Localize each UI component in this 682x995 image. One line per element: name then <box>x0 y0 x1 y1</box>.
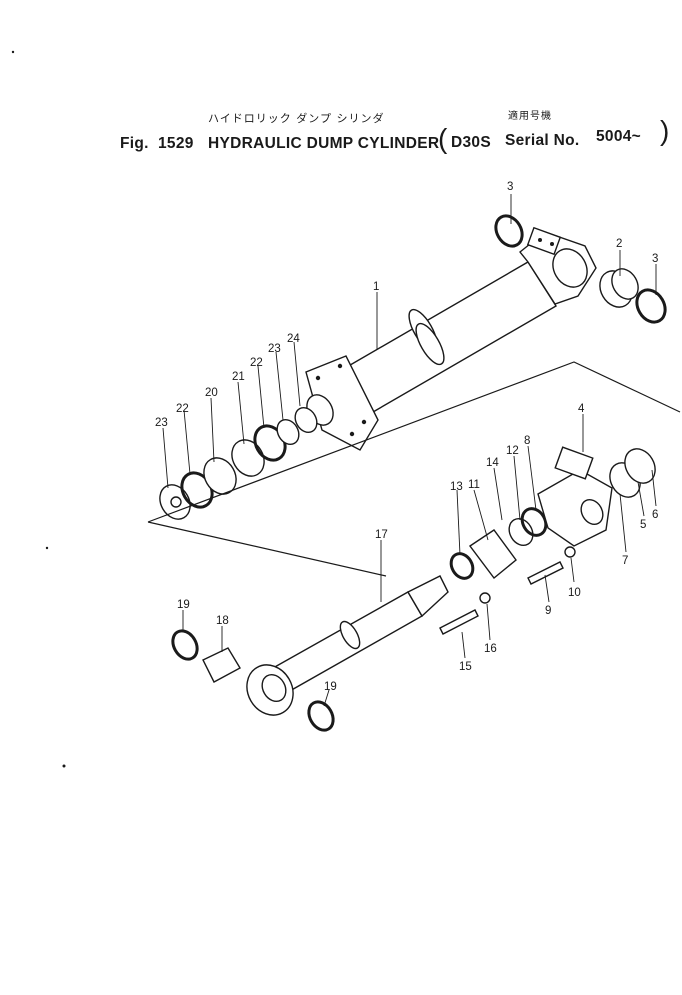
rod-seal <box>508 517 534 547</box>
callout-22-right: 22 <box>250 357 263 369</box>
leader-lines <box>162 194 657 707</box>
nut-bore <box>170 496 182 508</box>
tube-break-mark-2 <box>415 322 445 366</box>
port-hole-2 <box>550 242 554 246</box>
o-ring <box>276 418 300 446</box>
callout-5: 5 <box>640 519 646 531</box>
callout-20: 20 <box>205 387 218 399</box>
callout-7: 7 <box>622 555 628 567</box>
callout-24: 24 <box>287 333 300 345</box>
clevis-port-block <box>526 226 562 256</box>
port-hole <box>538 238 542 242</box>
buffer-ring <box>520 507 548 537</box>
callout-1: 1 <box>373 281 379 293</box>
clevis-bore <box>552 248 588 288</box>
callout-2: 2 <box>616 238 622 250</box>
flange-bolt-hole-2 <box>337 363 343 369</box>
figure-number: 1529 <box>158 135 194 152</box>
head-washer <box>564 546 576 558</box>
callout-6: 6 <box>652 509 658 521</box>
callout-15: 15 <box>459 661 472 673</box>
figure-title: HYDRAULIC DUMP CYLINDER <box>208 135 439 152</box>
rod-thread <box>407 575 449 618</box>
callout-14: 14 <box>486 457 499 469</box>
callout-16: 16 <box>484 643 497 655</box>
flange-bolt-hole-4 <box>361 419 367 425</box>
scan-speck <box>11 50 15 54</box>
scan-speck-2 <box>45 546 49 550</box>
exploded-view-outline <box>147 361 681 523</box>
figure-label: Fig. <box>120 135 149 152</box>
callout-8: 8 <box>524 435 530 447</box>
applicable-label-jp: 適用号機 <box>508 109 552 122</box>
callout-11: 11 <box>468 479 480 491</box>
rod-eye-bore <box>261 673 287 703</box>
serial-range: 5004~ <box>596 128 641 145</box>
paren-open: ( <box>438 123 448 154</box>
flange-washer <box>479 592 491 604</box>
model-name: D30S <box>451 134 491 151</box>
figure-header: ハイドロリック ダンプ シリンダ 適用号機 Fig. 1529 HYDRAULI… <box>120 109 669 154</box>
dust-seal-ring <box>635 288 667 324</box>
scan-speck-3 <box>62 764 66 768</box>
callout-23-right: 23 <box>268 343 281 355</box>
head-backup-ring <box>624 448 656 484</box>
dust-seal-ring-2 <box>494 214 524 248</box>
callout-23-left: 23 <box>155 417 168 429</box>
callout-19-left: 19 <box>177 599 190 611</box>
callout-10: 10 <box>568 587 581 599</box>
rod-eye-seal <box>171 629 199 661</box>
head-flange <box>468 529 517 580</box>
callout-3-upper: 3 <box>507 181 513 193</box>
rod-eye-bushing <box>202 647 241 683</box>
katakana-title: ハイドロリック ダンプ シリンダ <box>208 111 384 125</box>
callout-17: 17 <box>375 529 388 541</box>
flange-bolt-hole-3 <box>349 431 355 437</box>
callout-13: 13 <box>450 481 463 493</box>
paren-close: ) <box>660 115 669 146</box>
callout-12: 12 <box>506 445 519 457</box>
flange-bolt-hole <box>315 375 321 381</box>
cylinder-head-assembly <box>449 446 656 580</box>
rod-break-mark <box>339 620 361 650</box>
cushion-ring <box>294 406 318 434</box>
callout-19-right: 19 <box>324 681 337 693</box>
rod-wiper <box>449 552 475 580</box>
callout-9: 9 <box>545 605 551 617</box>
head-port-block <box>554 446 594 480</box>
flange-bolt <box>439 609 479 635</box>
rod-eye-seal-2 <box>307 700 335 732</box>
callout-18: 18 <box>216 615 229 627</box>
callout-4: 4 <box>578 403 585 415</box>
piston-rod-assembly <box>246 575 449 716</box>
piston-stack <box>159 406 318 520</box>
callout-labels: 1 2 3 3 4 5 6 7 8 9 10 11 12 13 14 15 16… <box>155 181 658 693</box>
callout-21: 21 <box>232 371 245 383</box>
callout-3-right: 3 <box>652 253 658 265</box>
cylinder-tube-assembly <box>305 226 597 451</box>
callout-22-left: 22 <box>176 403 189 415</box>
serial-label: Serial No. <box>505 132 580 149</box>
bushing-end <box>611 268 639 300</box>
head-bolt <box>527 561 564 585</box>
exploded-view-outline-2 <box>147 521 387 577</box>
head-bore <box>580 498 604 526</box>
piston <box>203 457 237 495</box>
